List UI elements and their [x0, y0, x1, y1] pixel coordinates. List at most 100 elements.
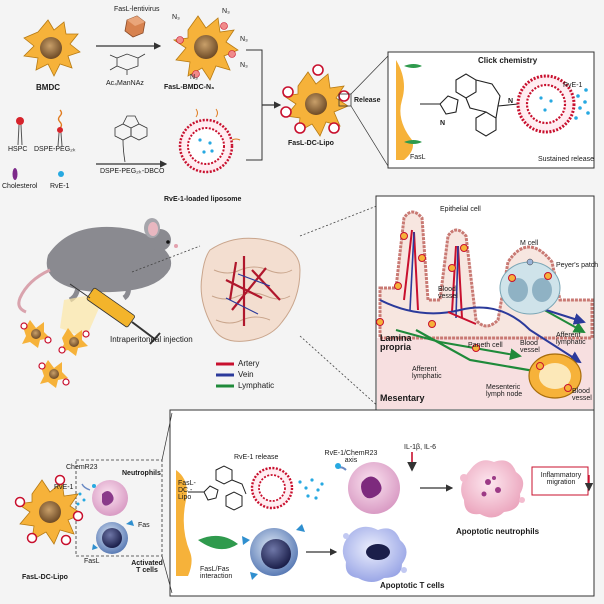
legend-lymphatic-label: Lymphatic — [238, 381, 275, 390]
activated-t-cells-label: Activated T cells — [131, 560, 163, 574]
cell-membrane-fragment — [396, 60, 413, 160]
bmdc-label: BMDC — [36, 83, 60, 92]
panel-click-structure-icon — [188, 465, 247, 511]
bottom-rve1-dots — [76, 492, 86, 506]
rve1-dot-icon — [58, 171, 64, 177]
bottom-fasl-dc-lipo-icon — [14, 474, 84, 546]
afferent-lymphatic-label-1: Afferent lymphatic — [556, 332, 586, 346]
neutrophils-label: Neutrophils — [122, 470, 161, 477]
bottom-zoom-line-2 — [161, 555, 173, 594]
hspc-lipid-icon — [16, 117, 24, 146]
fasl-protein-icon — [404, 64, 422, 68]
zoom-line-bottom — [350, 105, 389, 167]
tissue-dc-lipo-markers — [376, 232, 572, 392]
amide-n-label: N — [508, 98, 514, 105]
bmdc-cell-icon — [23, 19, 81, 77]
apoptotic-t-cells-label: Apoptotic T cells — [380, 581, 445, 590]
n3-label-5: N₃ — [190, 74, 198, 81]
triazole-n-label: N — [440, 120, 446, 127]
rve1-liposome-icon — [178, 108, 241, 174]
zoom-line-top — [350, 55, 389, 95]
dspe-peg-dbco-label: DSPE-PEG₂ₖ-DBCO — [100, 168, 165, 175]
hspc-label: HSPC — [8, 146, 28, 153]
fasl-fas-interaction-label: FasL/Fas interaction — [200, 566, 233, 580]
zoom-box — [338, 93, 352, 107]
rve1-chemr23-axis-label: RvE-1/ChemR23 axis — [324, 450, 378, 464]
bottom-zoom-line-1 — [161, 412, 173, 461]
legend-vein-label: Vein — [238, 370, 254, 379]
rve1-release-label: RvE-1 release — [234, 454, 279, 461]
release-label: Release — [354, 97, 381, 104]
n3-label-4: N₃ — [240, 62, 248, 69]
neutrophil-icon — [81, 480, 128, 516]
inflammatory-migration-box — [531, 466, 589, 496]
released-rve1-dots — [574, 88, 590, 120]
lamina-propria-label: Lamina propria — [380, 333, 412, 352]
lentivirus-icon — [124, 15, 146, 38]
il1b-il6-label: IL-1β, IL-6 — [404, 444, 437, 451]
fasl-protein-icon-2 — [404, 140, 422, 144]
dotted-connector-3 — [299, 335, 381, 409]
fasl-dc-lipo-label: FasL-DC-Lipo — [288, 140, 334, 147]
cholesterol-icon — [12, 168, 18, 180]
mesentary-label: Mesentary — [380, 393, 425, 403]
click-liposome-icon — [516, 74, 576, 134]
ip-injection-label: Intraperitoneal injection — [110, 335, 193, 344]
bottom-rve1-label: RvE-1 — [54, 484, 74, 491]
click-rve1-label: RvE-1 — [563, 82, 583, 89]
apoptotic-neutrophils-label: Apoptotic neutrophils — [456, 527, 540, 536]
fasl-dc-lipo-cell-icon — [280, 64, 350, 137]
ac4mannaz-structure-icon — [109, 53, 146, 75]
fasl-bmdc-n3-cell-icon — [172, 15, 239, 81]
afferent-lymphatic-label-2: Afferent lymphatic — [412, 366, 442, 380]
n3-label-1: N₃ — [172, 14, 180, 21]
fas-label: Fas — [138, 522, 150, 529]
rve1-liposome-label: RvE-1-loaded liposome — [164, 196, 242, 203]
panel-cell-membrane — [176, 470, 192, 576]
apoptotic-neutrophil-icon — [460, 460, 525, 518]
m-cell-label: M cell — [520, 240, 539, 247]
intestine-icon — [200, 237, 301, 342]
panel-liposome-icon — [250, 466, 294, 510]
blood-vessel-label-2: Blood vessel — [520, 340, 540, 354]
dbco-structure-icon — [114, 115, 148, 163]
chemr23-label: ChemR23 — [66, 464, 98, 471]
fasl-lentivirus-label: FasL-lentivirus — [114, 6, 160, 13]
inflammatory-migration-label: Inflammatory migration — [540, 472, 582, 486]
n3-label-3: N₃ — [240, 36, 248, 43]
dotted-connector-1 — [131, 245, 201, 273]
blood-vessel-label-3: Blood vessel — [572, 388, 592, 402]
injected-cells-icon — [20, 320, 90, 388]
click-chemistry-label: Click chemistry — [478, 56, 538, 65]
click-fasl-label: FasL — [410, 154, 426, 161]
sustained-release-label: Sustained release — [538, 156, 595, 163]
ac4mannaz-label: Ac₄ManNAz — [106, 80, 144, 87]
panel-rve1-dots — [298, 478, 324, 500]
rve1-label: RvE-1 — [50, 183, 70, 190]
panel-fasl-dc-lipo-label: FasL-DC -Lipo — [178, 480, 196, 501]
paneth-cell-label: Paneth cell — [468, 342, 503, 349]
blood-vessel-label-1: Blood vessel — [438, 286, 458, 300]
activated-t-cell-icon — [92, 520, 134, 554]
apoptotic-t-cell-icon — [342, 526, 407, 582]
cholesterol-label: Cholesterol — [2, 183, 38, 190]
panel-fasl-protein-icon — [198, 535, 238, 550]
cells-dashed-box — [75, 459, 163, 557]
legend-artery-label: Artery — [238, 359, 260, 368]
fasl-bmdc-n3-label: FasL-BMDC-N₃ — [164, 84, 215, 91]
dspe-peg-label: DSPE-PEG₂ₖ — [34, 146, 76, 153]
click-product-structure-icon — [420, 73, 519, 137]
mesenteric-lymph-node-label: Mesenteric lymph node — [486, 384, 523, 398]
bracket — [246, 49, 263, 161]
panel-t-cell-icon — [242, 524, 305, 580]
bottom-fasl-dc-lipo-label: FasL-DC-Lipo — [22, 574, 68, 581]
dotted-connector-2 — [299, 199, 393, 237]
epithelial-cell-label: Epithelial cell — [440, 206, 481, 213]
panel-neutrophil-icon — [335, 462, 400, 514]
syringe-icon — [60, 283, 161, 345]
dspe-peg-lipid-icon — [57, 109, 63, 147]
peyers-patch-label: Peyer's patch — [556, 262, 599, 269]
bottom-fasl-label: FasL — [84, 558, 100, 565]
n3-label-2: N₃ — [222, 8, 230, 15]
